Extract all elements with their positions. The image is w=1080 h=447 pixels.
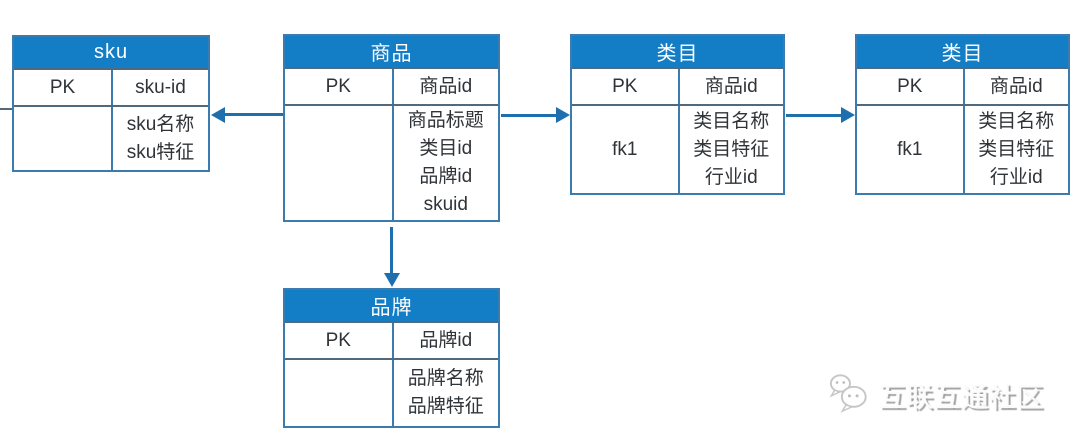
fk-label: fk1 (897, 138, 923, 160)
arrow-head-down-icon (384, 273, 400, 287)
pk-label: PK (49, 76, 76, 98)
attribute-fields: 品牌名称 品牌特征 (391, 360, 499, 426)
pk-label: PK (325, 329, 351, 351)
wechat-icon (828, 372, 870, 419)
pk-field: 商品id (962, 69, 1069, 104)
table-row: fk1 类目名称 类目特征 行业id (572, 104, 783, 193)
pk-label: PK (897, 75, 923, 97)
fk-label (285, 360, 392, 426)
fk-label (285, 106, 392, 220)
table-sku-title: sku (14, 37, 208, 68)
fk-label: fk1 (612, 138, 638, 160)
arrow-line (390, 227, 393, 274)
watermark: 互联互通社区 (828, 372, 1044, 419)
table-row: PK 商品id (857, 67, 1068, 104)
arrow-head-right-icon (841, 107, 855, 123)
attribute-fields: 类目名称 类目特征 行业id (677, 106, 784, 193)
table-brand: 品牌 PK 品牌id 品牌名称 品牌特征 (283, 288, 500, 428)
table-row: sku名称 sku特征 (14, 105, 208, 170)
arrow-line (501, 114, 557, 117)
attribute-fields: 商品标题 类目id 品牌id skuid (391, 106, 499, 220)
attribute-fields: sku名称 sku特征 (111, 107, 208, 170)
table-row: PK 商品id (285, 67, 498, 104)
pk-field: 商品id (391, 69, 499, 104)
pk-label: PK (325, 75, 351, 97)
table-category-right: 类目 PK 商品id fk1 类目名称 类目特征 行业id (855, 34, 1070, 195)
pk-field: sku-id (111, 70, 208, 105)
arrow-line (786, 114, 842, 117)
pk-label: PK (612, 75, 638, 97)
table-row: PK sku-id (14, 68, 208, 105)
table-row: PK 商品id (572, 67, 783, 104)
table-category-title: 类目 (857, 36, 1068, 67)
table-category-title: 类目 (572, 36, 783, 67)
pk-field: 商品id (677, 69, 784, 104)
arrow-head-right-icon (556, 107, 570, 123)
table-row: PK 品牌id (285, 321, 498, 358)
table-row: 品牌名称 品牌特征 (285, 358, 498, 426)
table-sku: sku PK sku-id sku名称 sku特征 (12, 35, 210, 172)
table-product-title: 商品 (285, 36, 498, 67)
attribute-fields: 类目名称 类目特征 行业id (962, 106, 1069, 193)
pk-field: 品牌id (391, 323, 499, 358)
table-category-left: 类目 PK 商品id fk1 类目名称 类目特征 行业id (570, 34, 785, 195)
fk-label (14, 107, 111, 170)
table-product: 商品 PK 商品id 商品标题 类目id 品牌id skuid (283, 34, 500, 222)
table-row: fk1 类目名称 类目特征 行业id (857, 104, 1068, 193)
table-row: 商品标题 类目id 品牌id skuid (285, 104, 498, 220)
arrow-line (224, 113, 283, 116)
watermark-text: 互联互通社区 (879, 383, 1044, 413)
table-brand-title: 品牌 (285, 290, 498, 321)
arrow-head-left-icon (211, 107, 225, 123)
edge-connector-line (0, 108, 12, 110)
